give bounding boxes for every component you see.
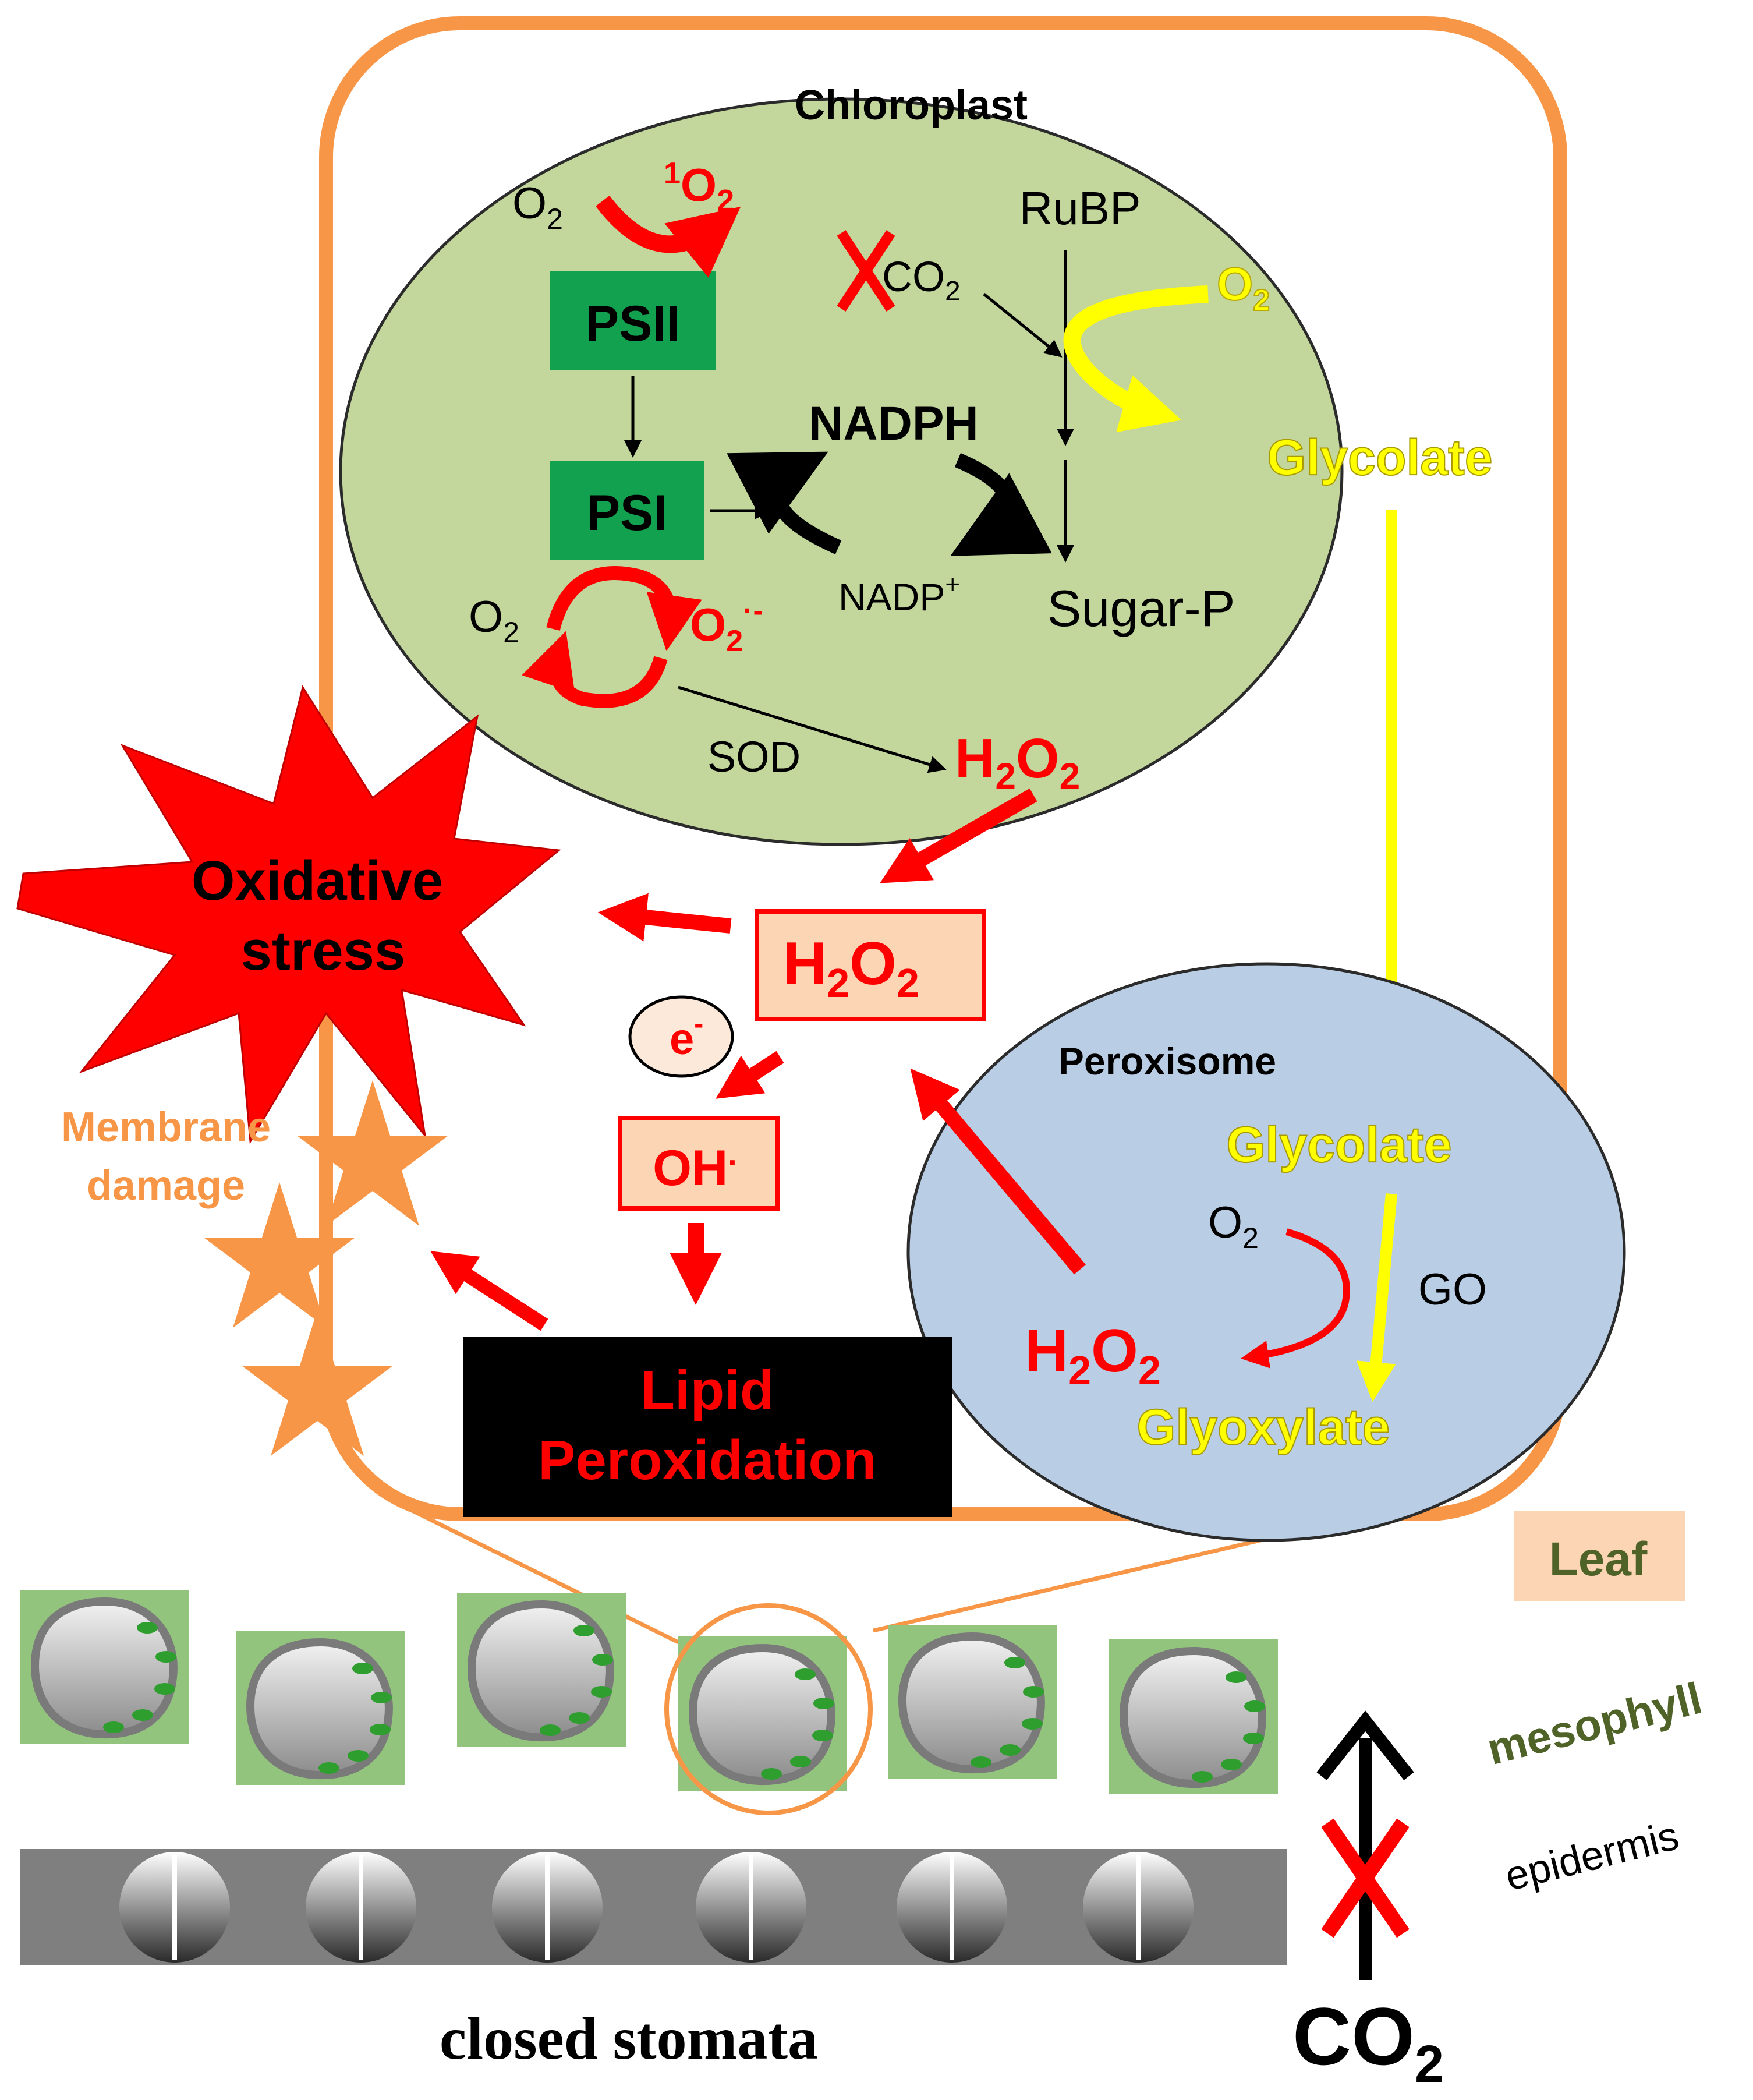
superoxide-cycle-top <box>546 566 702 652</box>
chloroplast-h2o2-to-central-arrow <box>880 788 1037 883</box>
o2-psi-label: O2 <box>469 592 519 649</box>
psii-box <box>550 271 716 370</box>
chloroplast-title: Chloroplast <box>795 82 1028 129</box>
singlet-oxygen-label: 1O2 <box>664 157 734 218</box>
psi-box <box>550 461 704 560</box>
peroxisome-title: Peroxisome <box>1058 1040 1276 1083</box>
peroxisome-glycolate-label: Glycolate <box>1226 1117 1451 1173</box>
leaf-label-box <box>1514 1511 1685 1601</box>
superoxide-label: O2·- <box>690 594 763 658</box>
zoom-line-left <box>406 1506 679 1645</box>
sod-arrow <box>678 685 947 773</box>
mesophyll-cell <box>678 1636 847 1791</box>
membrane-damage-star-3 <box>242 1310 393 1456</box>
chloroplast-glycolate-label: Glycolate <box>1267 430 1492 486</box>
peroxisome <box>906 962 1626 1542</box>
sod-label: SOD <box>707 733 801 781</box>
mesophyll-cell <box>236 1631 405 1785</box>
co2-blocked-x <box>837 230 895 312</box>
glyoxylate-label: Glyoxylate <box>1137 1399 1390 1455</box>
nadph-cycle-right <box>950 453 1052 556</box>
lipid-peroxidation-box <box>463 1337 952 1517</box>
peroxisome-h2o2-to-central-arrow <box>910 1068 1086 1275</box>
zoom-circle <box>664 1603 873 1815</box>
o2-yellow-label: O2 <box>1217 258 1270 317</box>
membrane-damage-line1: Membrane <box>61 1104 271 1151</box>
rubp-label: RuBP <box>1019 182 1141 234</box>
hydroxyl-radical-box <box>618 1116 780 1211</box>
central-h2o2-box <box>755 909 986 1021</box>
mesophyll-label: mesophyll <box>1482 1674 1706 1774</box>
leaf-label: Leaf <box>1549 1533 1648 1586</box>
membrane-damage-star-2 <box>204 1182 355 1328</box>
oxygenation-arrow <box>1063 285 1209 433</box>
nadp-label: NADP+ <box>838 570 960 618</box>
oxidative-stress-line2: stress <box>241 920 406 982</box>
lipid-peroxidation-line2: Peroxidation <box>538 1429 876 1491</box>
go-oxygen-arrow <box>1240 1228 1350 1369</box>
chloroplast <box>339 97 1344 846</box>
hydroxyl-radical-label: OH· <box>653 1140 739 1196</box>
o2-psii-label: O2 <box>512 179 563 235</box>
h2o2-to-oxidative-stress-arrow <box>597 893 732 942</box>
oxidative-stress-burst <box>16 685 561 1144</box>
co2-to-rubisco-arrow <box>983 293 1063 358</box>
go-label: GO <box>1418 1265 1487 1314</box>
co2-entry-arrowhead <box>1316 1710 1414 1780</box>
stoma-closed <box>1083 1852 1194 1963</box>
stoma-closed <box>119 1852 230 1963</box>
lipid-peroxidation-line1: Lipid <box>640 1359 774 1422</box>
chloroplast-h2o2-label: H2O2 <box>955 727 1080 797</box>
closed-stomata-label: closed stomata <box>440 2005 818 2072</box>
superoxide-cycle-bottom <box>522 631 668 708</box>
peroxisome-h2o2-label: H2O2 <box>1025 1317 1161 1393</box>
co2-label: CO2 <box>1292 1991 1444 2094</box>
epidermis-label: epidermis <box>1501 1812 1683 1899</box>
nadph-cycle-left <box>727 451 842 554</box>
glycolate-to-glyoxylate-arrow <box>1356 1193 1397 1402</box>
electron-circle <box>628 995 734 1078</box>
mesophyll-cell <box>888 1625 1057 1779</box>
mesophyll-cell <box>1109 1639 1278 1794</box>
oxidative-stress-line1: Oxidative <box>192 850 443 912</box>
co2-chloroplast-label: CO2 <box>882 254 961 307</box>
membrane-damage-line2: damage <box>87 1162 245 1209</box>
singlet-oxygen-arrow <box>596 195 741 278</box>
psi-label: PSI <box>587 485 668 541</box>
co2-entry-blocked-x <box>1321 1818 1410 1938</box>
mesophyll-cell <box>20 1590 189 1744</box>
stomata <box>119 1852 1194 1963</box>
lipid-to-membrane-damage-arrow <box>430 1251 548 1331</box>
stoma-closed <box>897 1852 1007 1963</box>
stoma-closed <box>696 1852 806 1963</box>
h2o2-to-hydroxyl-arrow <box>716 1051 784 1099</box>
stoma-closed <box>492 1852 603 1963</box>
mesophyll-cell <box>457 1593 626 1747</box>
membrane-damage-star-1 <box>297 1080 448 1226</box>
central-h2o2-label: H2O2 <box>783 930 919 1006</box>
epidermis-band <box>20 1849 1287 1965</box>
stoma-closed <box>306 1852 416 1963</box>
electron-label: e- <box>670 1009 703 1064</box>
mesophyll-cells <box>20 1590 1278 1794</box>
peroxisome-o2-label: O2 <box>1208 1198 1259 1254</box>
psii-label: PSII <box>586 296 681 352</box>
nadph-label: NADPH <box>809 397 979 450</box>
sugarp-label: Sugar-P <box>1047 579 1235 637</box>
